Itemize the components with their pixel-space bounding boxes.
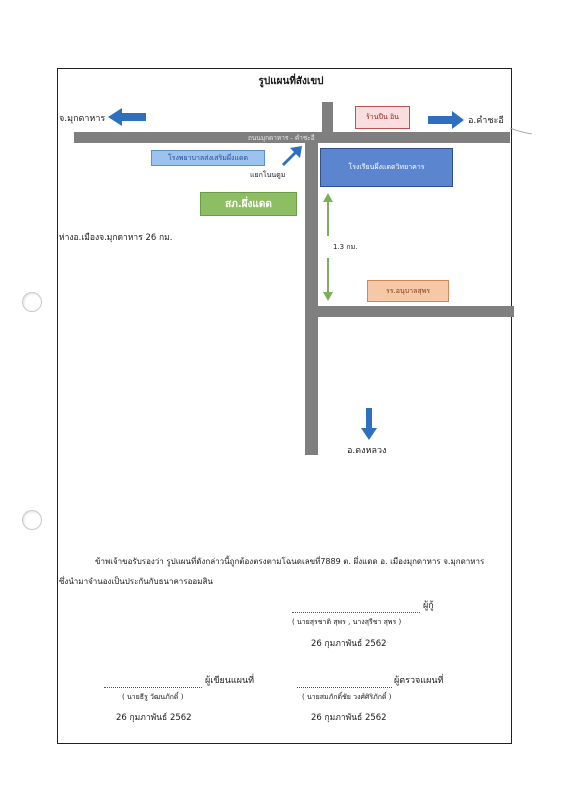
document-frame xyxy=(57,68,512,744)
arrow-diagonal-icon xyxy=(282,146,302,166)
direction-label-left: จ.มุกดาหาร xyxy=(59,114,106,124)
arrow-down-icon xyxy=(361,408,377,440)
road-label: ถนนมุกดาหาร - คำชะอี xyxy=(248,134,315,142)
certification-line-2: ซึ่งนำมาจำนองเป็นประกันกับธนาคารออมสิน xyxy=(59,577,213,586)
drafter-signature-line xyxy=(104,687,202,688)
distance-arrow-icon xyxy=(323,193,333,301)
distance-from-city: ห่างอ.เมืองจ.มุกดาหาร 26 กม. xyxy=(59,233,173,243)
punch-hole-bottom xyxy=(22,510,42,530)
road-branch-east xyxy=(318,306,514,317)
borrower-title: ผู้กู้ xyxy=(423,601,434,611)
punch-hole-top xyxy=(22,292,42,312)
arrow-left-icon xyxy=(108,108,146,126)
road-vertical-north xyxy=(322,102,333,134)
direction-label-bottom: อ.ดงหลวง xyxy=(347,446,387,456)
borrower-names: ( นายสุรชาติ สุพร , นางสุรีชา สุพร ) xyxy=(292,618,402,626)
borrower-date: 26 กุมภาพันธ์ 2562 xyxy=(311,639,387,649)
drafter-name: ( นายธีรู วัฒนภักดิ์ ) xyxy=(122,693,184,701)
borrower-signature-line xyxy=(292,612,420,613)
landmark-hospital: โรงพยาบาลส่งเสริมผึ่งแดด xyxy=(151,150,265,166)
arrow-right-icon xyxy=(428,111,464,129)
certification-line-1: ข้าพเจ้าขอรับรองว่า รูปแผนที่ดังกล่าวนี้… xyxy=(95,557,485,566)
checker-name: ( นายสมภักดิ์ชัย วงศ์ศิริภักดิ์ ) xyxy=(302,693,392,701)
drafter-title: ผู้เขียนแผนที่ xyxy=(205,676,255,686)
checker-date: 26 กุมภาพันธ์ 2562 xyxy=(311,713,387,723)
landmark-shop: ร้านปืน อิน xyxy=(355,106,410,129)
direction-label-right: อ.คำชะอี xyxy=(468,116,504,126)
map-title: รูปแผนที่สังเขป xyxy=(258,76,324,87)
road-vertical-south xyxy=(305,143,318,455)
junction-label: แยกโนนตูม xyxy=(250,171,286,179)
checker-signature-line xyxy=(297,687,392,688)
landmark-health-station: สภ.ผึ่งแดด xyxy=(200,192,297,216)
landmark-primary-school: รร.อนุบาลสุพร xyxy=(367,280,449,302)
landmark-school: โรงเรียนผึ่งแดดวิทยาคาร xyxy=(320,148,453,187)
distance-label: 1.3 กม. xyxy=(333,243,358,251)
main-road-horizontal xyxy=(74,132,510,143)
drafter-date: 26 กุมภาพันธ์ 2562 xyxy=(116,713,192,723)
checker-title: ผู้ตรวจแผนที่ xyxy=(394,676,444,686)
